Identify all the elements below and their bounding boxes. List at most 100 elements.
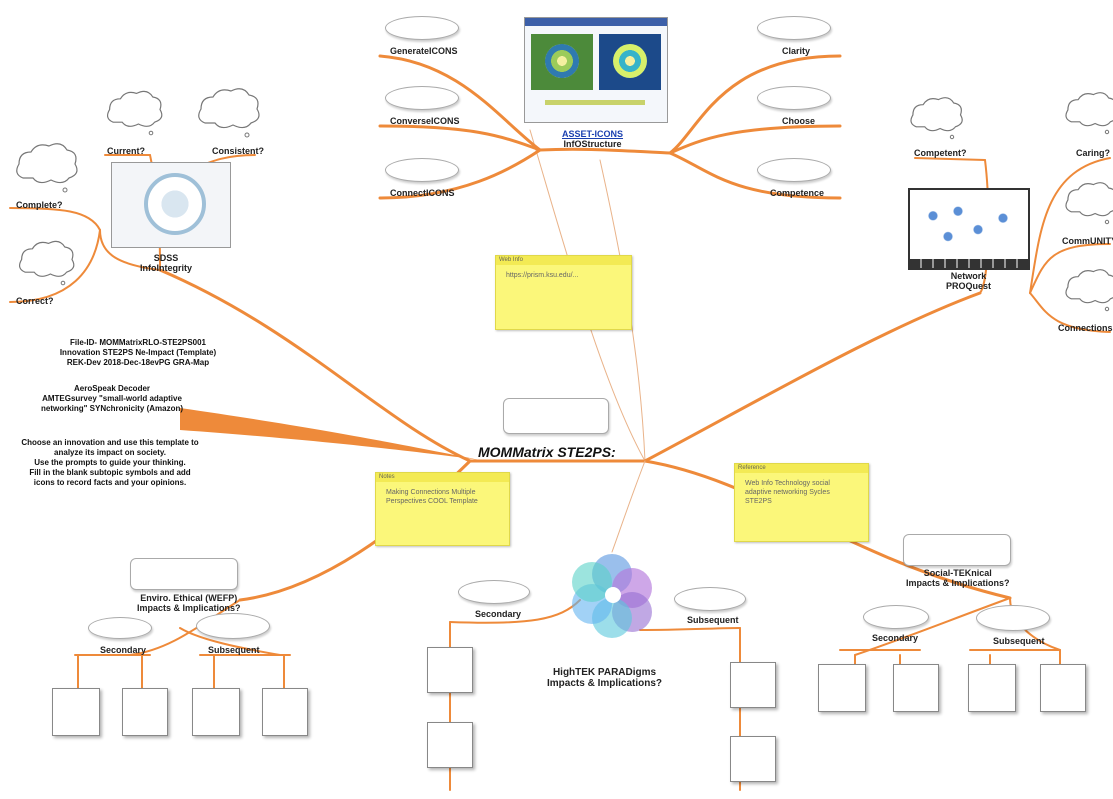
cloud-tail — [60, 280, 66, 286]
cloud-shape — [106, 90, 163, 127]
sdss-title[interactable]: SDSS InfoIntegrity — [140, 253, 192, 273]
subtopic-box[interactable] — [893, 664, 939, 712]
subsequent-label[interactable]: Subsequent — [993, 636, 1045, 646]
note-body: https://prism.ksu.edu/... — [506, 272, 579, 279]
subtopic-box[interactable] — [730, 736, 776, 782]
subsequent-blank[interactable] — [976, 605, 1050, 631]
competent-cloud[interactable] — [910, 97, 963, 140]
generate-icons-label[interactable]: GenerateICONS — [390, 46, 458, 56]
complete-label[interactable]: Complete? — [16, 200, 63, 210]
credit-line: AeroSpeak Decoder — [73, 384, 151, 393]
competence-label[interactable]: Competence — [770, 188, 825, 198]
subtopic-box[interactable] — [1040, 664, 1086, 712]
consistent-cloud[interactable] — [198, 88, 260, 138]
subtopic-box[interactable] — [262, 688, 308, 736]
caring-label[interactable]: Caring? — [1076, 148, 1111, 158]
subtopic-box[interactable] — [192, 688, 240, 736]
branch-line — [668, 54, 842, 155]
clarity-label[interactable]: Clarity — [782, 46, 811, 56]
current-cloud[interactable] — [106, 90, 163, 136]
subsequent-label[interactable]: Subsequent — [687, 615, 739, 625]
community-cloud[interactable] — [1065, 182, 1113, 225]
hub-title[interactable]: MOMMatrix STE2PS: — [478, 444, 616, 460]
cloud-tail — [949, 134, 955, 140]
branch-line — [179, 627, 281, 656]
title-line: InfoIntegrity — [140, 263, 192, 273]
social-blank-box[interactable] — [903, 534, 1011, 566]
subsequent-label[interactable]: Subsequent — [208, 645, 260, 655]
complete-cloud[interactable] — [16, 143, 78, 193]
asset-icons-thumbnail[interactable] — [524, 17, 668, 123]
file-id-line: File-ID- MOMMatrixRLO-STE2PS001 — [69, 338, 207, 347]
paradigm-flower-icon[interactable] — [570, 552, 656, 638]
connect-icons-label[interactable]: ConnectICONS — [390, 188, 455, 198]
consistent-label[interactable]: Consistent? — [212, 146, 265, 156]
link-line[interactable]: ASSET-ICONS — [562, 129, 624, 139]
note-left[interactable]: Notes Making Connections Multiple Perspe… — [375, 472, 510, 546]
enviro-title[interactable]: Enviro. Ethical (WEFP) Impacts & Implica… — [137, 593, 241, 613]
community-label[interactable]: CommUNITY? — [1062, 236, 1113, 246]
subtopic-box[interactable] — [730, 662, 776, 708]
hub-blank-box[interactable] — [503, 398, 609, 434]
branch-line — [9, 207, 101, 231]
connect-icons-blank[interactable] — [385, 158, 459, 182]
competent-label[interactable]: Competent? — [914, 148, 967, 158]
sdss-thumbnail[interactable] — [111, 162, 231, 248]
branch-line — [9, 229, 101, 303]
converse-icons-label[interactable]: ConverseICONS — [390, 116, 460, 126]
secondary-label[interactable]: Secondary — [100, 645, 147, 655]
note-header: Web Info — [496, 256, 631, 265]
secondary-label[interactable]: Secondary — [475, 609, 522, 619]
cloud-shape — [18, 240, 75, 277]
secondary-blank[interactable] — [863, 605, 929, 629]
cloud-shape — [1065, 269, 1113, 304]
instruction-line: Use the prompts to guide your thinking. — [34, 458, 186, 467]
current-label[interactable]: Current? — [107, 146, 145, 156]
secondary-blank[interactable] — [458, 580, 530, 604]
choose-label[interactable]: Choose — [782, 116, 816, 126]
connections-label[interactable]: Connections? — [1058, 323, 1113, 333]
caring-cloud[interactable] — [1065, 92, 1113, 135]
secondary-label[interactable]: Secondary — [872, 633, 919, 643]
secondary-blank[interactable] — [88, 617, 152, 639]
converse-icons-blank[interactable] — [385, 86, 459, 110]
branch-line — [378, 148, 542, 200]
network-thumbnail[interactable] — [908, 188, 1030, 270]
correct-cloud[interactable] — [18, 240, 75, 286]
correct-label[interactable]: Correct? — [16, 296, 54, 306]
cloud-tail — [1104, 219, 1110, 225]
subtopic-box[interactable] — [427, 647, 473, 693]
cloud-shape — [16, 143, 78, 184]
subtopic-box[interactable] — [427, 722, 473, 768]
subtopic-box[interactable] — [968, 664, 1016, 712]
subtopic-box[interactable] — [122, 688, 168, 736]
note-top[interactable]: Web Info https://prism.ksu.edu/... — [495, 255, 632, 330]
branch-line — [668, 124, 842, 155]
branch-line — [99, 229, 161, 271]
link-line: InfOStructure — [563, 139, 622, 149]
subtopic-box[interactable] — [52, 688, 100, 736]
social-title[interactable]: Social-TEKnical Impacts & Implications? — [906, 568, 1010, 588]
network-title[interactable]: Network PROQuest — [946, 271, 991, 291]
title-line: Impacts & Implications? — [906, 578, 1010, 588]
connections-cloud[interactable] — [1065, 269, 1113, 312]
note-header: Notes — [376, 473, 509, 482]
generate-icons-blank[interactable] — [385, 16, 459, 40]
clarity-blank[interactable] — [757, 16, 831, 40]
subsequent-blank[interactable] — [196, 613, 270, 639]
hightek-title[interactable]: HighTEK PARADigms Impacts & Implications… — [547, 667, 662, 689]
target-icon — [613, 44, 647, 78]
title-line: Social-TEKnical — [923, 568, 992, 578]
file-id-block: File-ID- MOMMatrixRLO-STE2PS001 Innovati… — [40, 338, 236, 368]
asset-icons-link[interactable]: ASSET-ICONS InfOStructure — [562, 129, 623, 149]
branch-line — [378, 124, 542, 152]
choose-blank[interactable] — [757, 86, 831, 110]
cloud-tail — [62, 187, 68, 193]
note-right[interactable]: Reference Web Info Technology social ada… — [734, 463, 869, 542]
title-line: PROQuest — [946, 281, 992, 291]
competence-blank[interactable] — [757, 158, 831, 182]
enviro-blank-box[interactable] — [130, 558, 238, 590]
subsequent-blank[interactable] — [674, 587, 746, 611]
subtopic-box[interactable] — [818, 664, 866, 712]
note-body: Web Info Technology social adaptive netw… — [745, 480, 830, 506]
